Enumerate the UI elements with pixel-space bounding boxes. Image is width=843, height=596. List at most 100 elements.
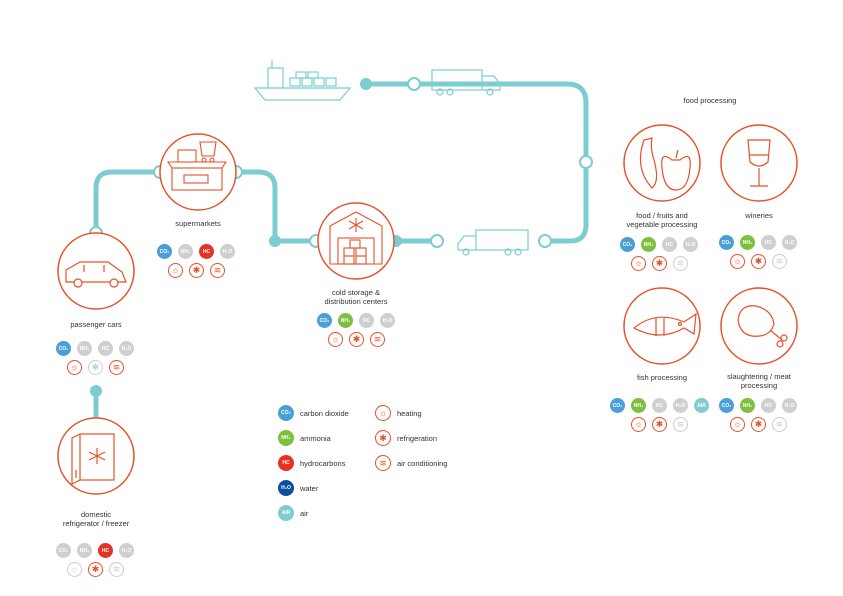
chip-nh3: NH₃: [740, 235, 755, 250]
ship-icon: [253, 60, 352, 101]
legend-chip-hc: HC: [278, 455, 294, 471]
car-icon: [65, 261, 127, 288]
chip-h2o: H₂O: [782, 398, 797, 413]
heating-icon: ☼: [631, 417, 646, 432]
chip-hc: HC: [98, 341, 113, 356]
chip-nh3: NH₃: [178, 244, 193, 259]
legend-chip-co2: CO₂: [278, 405, 294, 421]
legend-label-heating: heating: [397, 409, 422, 418]
chip-co2: CO₂: [620, 237, 635, 252]
chip-air: AIR: [694, 398, 709, 413]
fruits-line2: vegetable processing: [626, 220, 698, 229]
domestic-line1: domestic: [80, 510, 111, 519]
air-conditioning-icon: ≋: [370, 332, 385, 347]
truck-icon-bottom: [457, 229, 529, 256]
filled-dots: [90, 78, 402, 397]
chip-h2o: H₂O: [380, 313, 395, 328]
chip-h2o: H₂O: [119, 543, 134, 558]
legend-label-air-conditioning: air conditioning: [397, 459, 448, 468]
passenger-cars-label: passenger cars: [70, 320, 122, 329]
chip-co2: CO₂: [56, 543, 71, 558]
supermarkets-label: supermarkets: [175, 219, 221, 228]
cold-storage-line2: distribution centers: [324, 297, 388, 306]
slaughter-label: slaughtering / meat processing: [704, 372, 814, 390]
chip-co2: CO₂: [56, 341, 71, 356]
air-conditioning-icon: ≋: [109, 562, 124, 577]
refrigeration-icon: ✱: [751, 254, 766, 269]
heating-icon: ☼: [730, 417, 745, 432]
wine-glass-icon: [747, 139, 771, 187]
cold-storage-icon: [329, 211, 383, 265]
cold-storage-line1: cold storage &: [332, 288, 380, 297]
heating-icon: ☼: [328, 332, 343, 347]
chip-hc: HC: [761, 398, 776, 413]
wineries-circle: [720, 124, 798, 202]
chip-hc: HC: [359, 313, 374, 328]
legend-label-co2: carbon dioxide: [300, 409, 349, 418]
fish-icon: [632, 312, 697, 336]
refrigeration-icon: ✱: [88, 360, 103, 375]
wineries-label: wineries: [745, 211, 773, 220]
legend-refrigeration-icon: ✱: [375, 430, 391, 446]
fridge-icon: [71, 433, 115, 485]
cold-storage-label: cold storage & distribution centers: [296, 288, 416, 306]
passenger-car-circle: [57, 232, 135, 310]
legend-label-h2o: water: [300, 484, 319, 493]
chip-co2: CO₂: [317, 313, 332, 328]
domestic-label: domestic refrigerator / freezer: [36, 510, 156, 528]
air-conditioning-icon: ≋: [772, 417, 787, 432]
line-cars-supermarket: [93, 169, 160, 233]
slaughter-line1: slaughtering / meat: [727, 372, 791, 381]
air-conditioning-icon: ≋: [673, 256, 688, 271]
chip-hc: HC: [98, 543, 113, 558]
chip-hc: HC: [652, 398, 667, 413]
chip-hc: HC: [662, 237, 677, 252]
supermarket-icon: [166, 141, 228, 191]
legend-label-nh3: ammonia: [300, 434, 331, 443]
refrigeration-icon: ✱: [88, 562, 103, 577]
refrigeration-icon: ✱: [751, 417, 766, 432]
slaughter-line2: processing: [740, 381, 778, 390]
supermarket-circle: [159, 133, 237, 211]
air-conditioning-icon: ≋: [109, 360, 124, 375]
chip-h2o: H₂O: [220, 244, 235, 259]
chip-h2o: H₂O: [119, 341, 134, 356]
chip-nh3: NH₃: [338, 313, 353, 328]
chip-co2: CO₂: [157, 244, 172, 259]
chip-h2o: H₂O: [673, 398, 688, 413]
chip-co2: CO₂: [719, 235, 734, 250]
heating-icon: ☼: [67, 562, 82, 577]
heating-icon: ☼: [631, 256, 646, 271]
legend-label-air: air: [300, 509, 309, 518]
legend-chip-nh3: NH₃: [278, 430, 294, 446]
legend-chip-air: AIR: [278, 505, 294, 521]
heating-icon: ☼: [730, 254, 745, 269]
chip-nh3: NH₃: [641, 237, 656, 252]
legend-air-conditioning-icon: ≋: [375, 455, 391, 471]
fruits-label: food / fruits and vegetable processing: [607, 211, 717, 229]
refrigeration-icon: ✱: [189, 263, 204, 278]
refrigeration-icon: ✱: [652, 256, 667, 271]
food-processing-label: food processing: [683, 96, 737, 105]
refrigeration-icon: ✱: [349, 332, 364, 347]
chip-h2o: H₂O: [782, 235, 797, 250]
meat-icon: [737, 305, 788, 348]
chip-hc: HC: [761, 235, 776, 250]
legend-heating-icon: ☼: [375, 405, 391, 421]
chip-co2: CO₂: [610, 398, 625, 413]
fruits-line1: food / fruits and: [636, 211, 688, 220]
air-conditioning-icon: ≋: [673, 417, 688, 432]
air-conditioning-icon: ≋: [772, 254, 787, 269]
air-conditioning-icon: ≋: [210, 263, 225, 278]
legend-chip-h2o: H₂O: [278, 480, 294, 496]
truck-icon-top: [431, 69, 501, 96]
heating-icon: ☼: [67, 360, 82, 375]
heating-icon: ☼: [168, 263, 183, 278]
chip-co2: CO₂: [719, 398, 734, 413]
fish-circle: [623, 287, 701, 365]
meat-circle: [720, 287, 798, 365]
chip-h2o: H₂O: [683, 237, 698, 252]
domestic-line2: refrigerator / freezer: [62, 519, 130, 528]
legend-label-refrigeration: refrigeration: [397, 434, 438, 443]
